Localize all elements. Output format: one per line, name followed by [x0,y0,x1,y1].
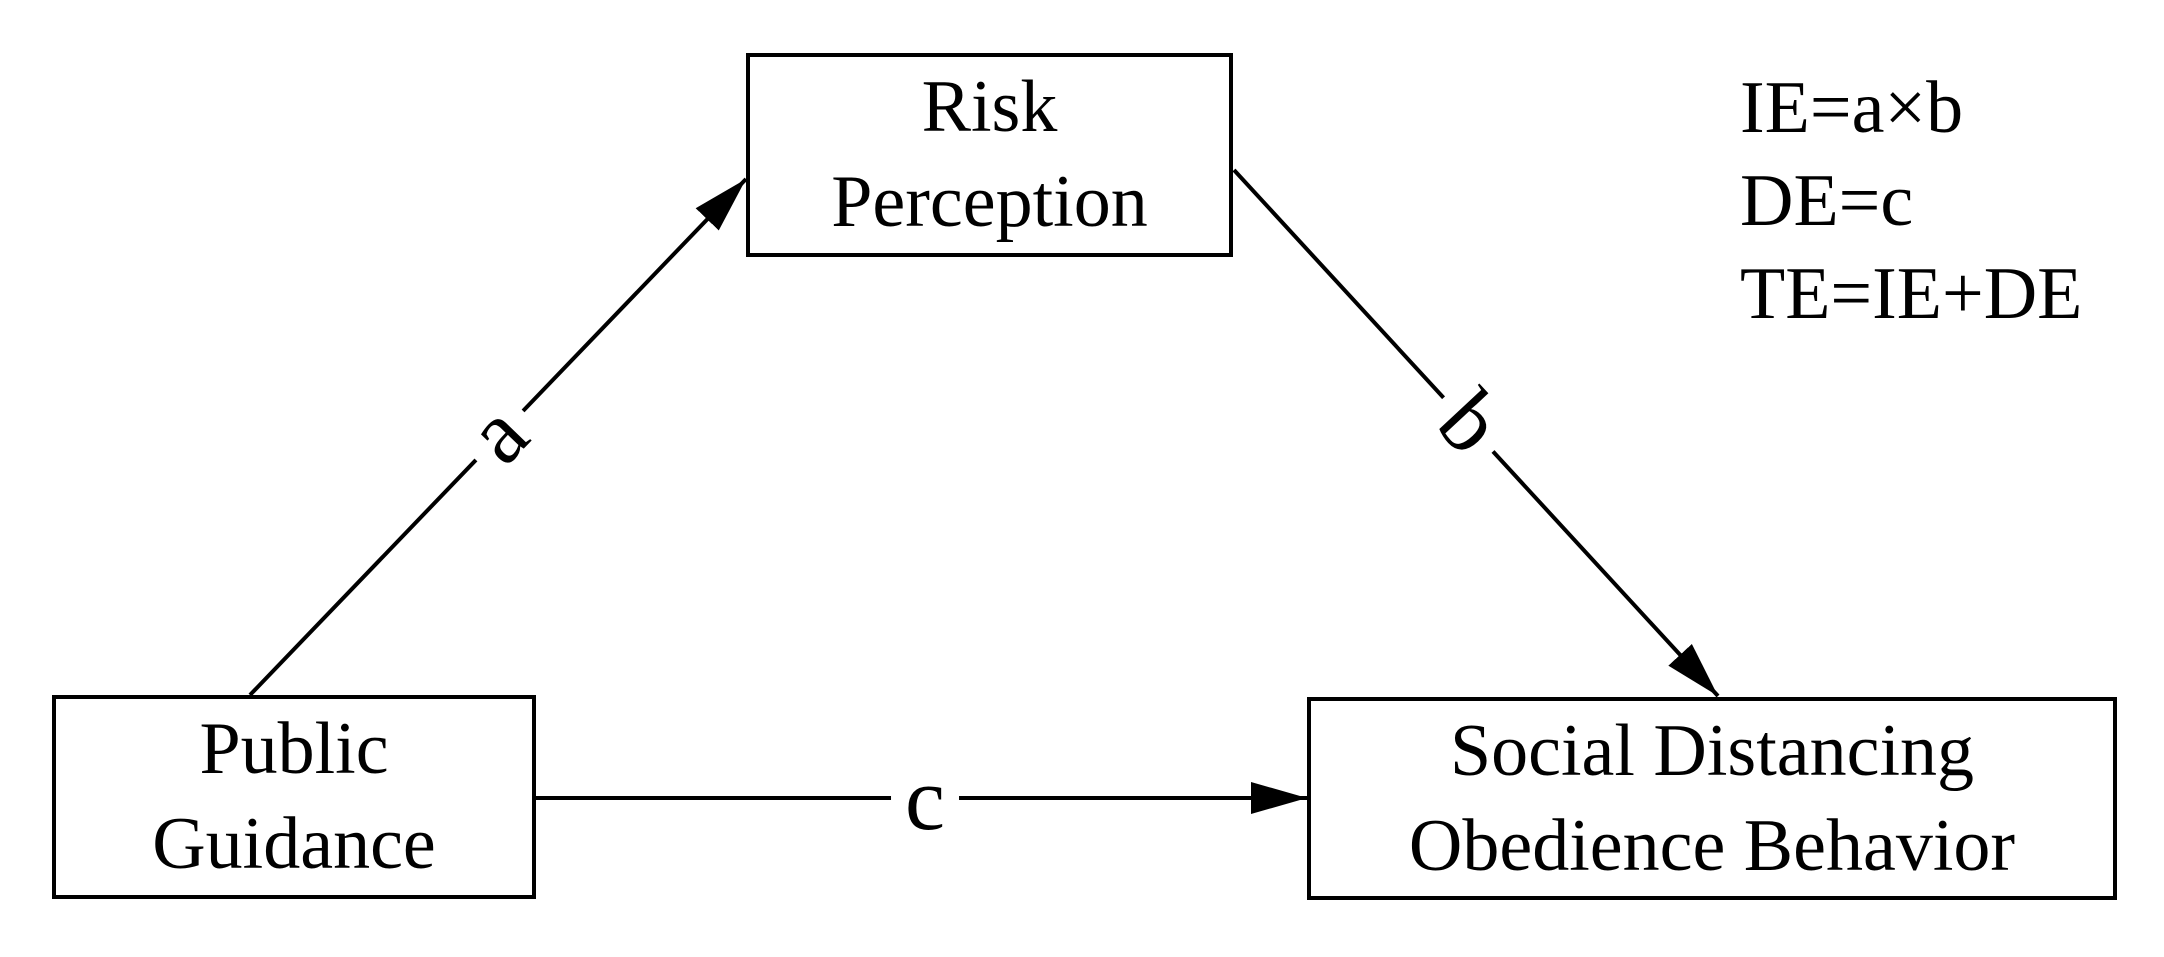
path-c-label: c [891,750,959,850]
node-risk-perception-line2: Perception [831,161,1148,243]
total-effect-equation: TE=IE+DE [1740,253,2083,335]
indirect-effect-equation: IE=a×b [1740,67,1964,149]
node-social-distancing-obedience-behavior: Social Distancing Obedience Behavior [1307,697,2117,900]
node-social-distancing-line1: Social Distancing [1449,709,1975,792]
direct-effect-equation: DE=c [1740,160,1914,242]
node-social-distancing-line2: Obedience Behavior [1408,804,2016,887]
effect-equations: IE=a×b DE=c TE=IE+DE [1740,62,2082,341]
node-risk-perception: Risk Perception [746,53,1233,257]
node-public-guidance-line2: Guidance [152,803,436,885]
node-risk-perception-line1: Risk [921,66,1058,148]
node-public-guidance: Public Guidance [52,695,536,899]
node-public-guidance-line1: Public [199,708,389,790]
